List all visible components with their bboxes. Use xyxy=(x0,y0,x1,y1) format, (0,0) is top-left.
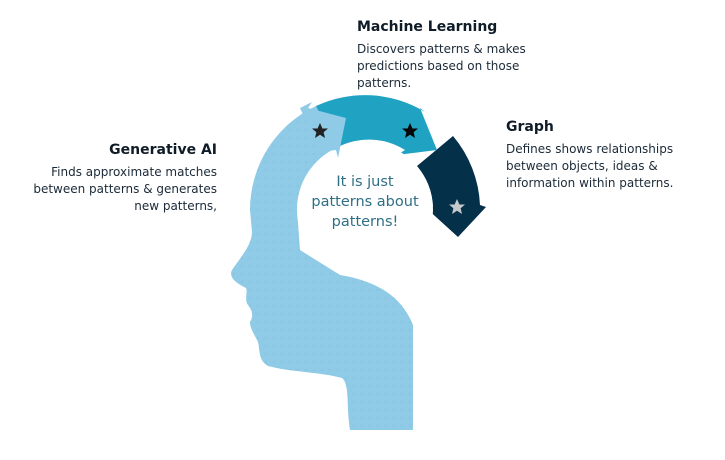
description-line: new patterns, xyxy=(134,199,217,213)
inner-circle xyxy=(297,142,433,278)
star-icon xyxy=(449,199,465,214)
description-line: predictions based on those xyxy=(357,59,520,73)
description-line: patterns. xyxy=(357,76,412,90)
generative-ai-title: Generative AI xyxy=(109,142,217,158)
machine-learning-title: Machine Learning xyxy=(357,19,498,35)
description-line: Discovers patterns & makes xyxy=(357,42,526,56)
star-icon xyxy=(402,123,418,138)
graph-block: Graph Defines shows relationships betwee… xyxy=(506,119,673,192)
star-icon xyxy=(312,123,328,138)
description-line: Finds approximate matches xyxy=(51,165,217,179)
machine-learning-block: Machine Learning Discovers patterns & ma… xyxy=(357,19,526,92)
description-line: Defines shows relationships xyxy=(506,142,674,156)
description-line: between patterns & generates xyxy=(33,182,217,196)
description-line: information within patterns. xyxy=(506,176,674,190)
center-line: It is just xyxy=(336,174,394,190)
teal-arrow xyxy=(316,95,437,155)
center-line: patterns about xyxy=(311,194,419,210)
dark-arrow xyxy=(417,136,486,237)
head-silhouette xyxy=(231,106,413,430)
description-line: between objects, ideas & xyxy=(506,159,658,173)
center-text: It is just patterns about patterns! xyxy=(300,172,430,232)
generative-ai-block: Generative AI Finds approximate matches … xyxy=(33,142,217,215)
graph-title: Graph xyxy=(506,119,554,135)
center-line: patterns! xyxy=(331,214,399,230)
